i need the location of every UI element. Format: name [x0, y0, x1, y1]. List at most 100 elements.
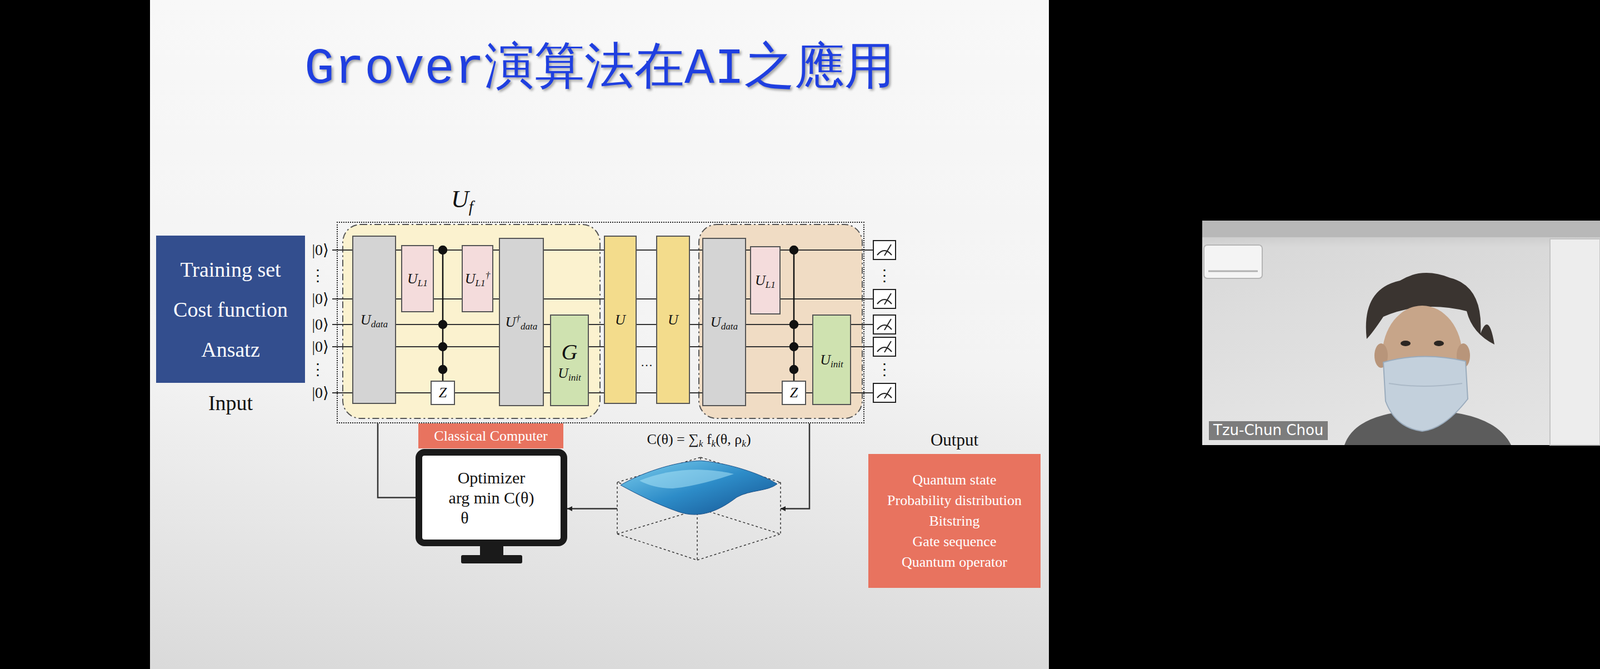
subscript: f: [468, 197, 474, 216]
monitor-base: [461, 555, 523, 564]
gate-box: Uinit: [812, 314, 852, 405]
control-dot: [790, 342, 798, 351]
qubit-wires: [332, 250, 874, 393]
meter-symbol: [873, 289, 896, 309]
subscript: k: [698, 438, 704, 449]
node-text: Udata: [360, 311, 388, 329]
meter-box: [873, 289, 896, 309]
monitor-neck: [480, 545, 504, 557]
gate-box: UL1: [401, 245, 434, 313]
meter-arc: [877, 250, 892, 255]
node-text: Bitstring: [928, 510, 980, 532]
node-text: U†data: [505, 313, 538, 331]
operator-letter: U: [505, 313, 517, 330]
operator-letter: U: [360, 311, 372, 328]
mask-fold: [1388, 383, 1463, 387]
meter-needle: [884, 244, 892, 256]
cube-edge: [780, 482, 782, 534]
wire-label: |0⟩: [311, 337, 329, 356]
node-text: Quantum state: [912, 469, 997, 490]
node-text: Z: [790, 384, 798, 402]
subscript: init: [568, 372, 582, 383]
operator-letter: U: [451, 185, 469, 213]
connector: [567, 507, 618, 510]
node-text: Z: [438, 384, 447, 402]
cost-landscape-plot: [617, 457, 781, 560]
air-conditioner-vent: [1208, 270, 1258, 273]
meter-arc: [877, 299, 892, 304]
wire-label: |0⟩: [311, 241, 329, 259]
node-text: Udata: [710, 313, 738, 331]
meter-box: [873, 315, 896, 334]
meter-box: [873, 337, 896, 357]
node-text: Ansatz: [201, 329, 260, 370]
control-line: [442, 250, 444, 381]
node-heading: Output: [868, 429, 1041, 450]
node-text: U: [667, 311, 679, 329]
webcam-video: [1202, 220, 1600, 445]
wire-label: …: [640, 355, 653, 369]
door-panel: [1550, 238, 1600, 445]
node-text: Classical Computer: [433, 426, 548, 445]
subscript: k: [711, 438, 717, 449]
subscript: L1: [475, 277, 486, 289]
gate-box: Udata: [352, 235, 397, 404]
subscript: init: [830, 358, 844, 370]
optimizer-monitor: Optimizerarg min C(θ)θ: [415, 448, 568, 547]
subscript: data: [520, 321, 538, 332]
gate-box: U†data: [498, 237, 544, 407]
cost-landscape: C(θ) = ∑k fk(θ, ρk): [617, 457, 781, 560]
gate-box: Udata: [702, 237, 747, 407]
node-text: Cost function: [173, 289, 288, 330]
pauli-z-gate: Z: [430, 380, 455, 405]
operator-letter: U: [755, 272, 766, 289]
subscript: L1: [417, 277, 428, 289]
node-text: Probability distribution: [887, 490, 1022, 511]
wire-label: ⋮: [310, 266, 326, 285]
circuit-frame: UfUdataUL1ZUL1†U†dataGUinitUUUdataUL1ZUi…: [336, 221, 865, 424]
node-text: Training set: [180, 249, 281, 290]
gate-box: UL1: [750, 246, 781, 315]
operator-letter: U: [820, 351, 831, 368]
meter-needle: [884, 387, 892, 399]
subscript: data: [721, 321, 739, 332]
gate-box: U: [603, 235, 637, 404]
subscript: k: [741, 438, 747, 449]
subscript: L1: [765, 279, 776, 290]
face-mask: [1383, 356, 1468, 432]
node-heading: Input: [156, 390, 305, 417]
wire-label: ⋮: [310, 360, 326, 379]
control-dot: [790, 320, 798, 329]
control-dot: [438, 320, 447, 329]
person-eye: [1433, 340, 1444, 347]
measurements: [873, 240, 896, 403]
formula-part: C(θ) = ∑: [646, 431, 699, 448]
wire-label: |0⟩: [311, 383, 329, 402]
surface-highlight: [639, 469, 734, 489]
meter-arc: [877, 347, 892, 352]
control-dot: [438, 365, 447, 374]
node-text: UL1: [407, 270, 428, 288]
formula-part: ): [746, 431, 752, 448]
wire-label: |0⟩: [311, 290, 329, 308]
wire-label: |0⟩: [311, 315, 329, 334]
connector: [377, 423, 416, 498]
meter-symbol: [873, 240, 896, 260]
node-text: Uinit: [557, 365, 582, 382]
cube-edge: [616, 482, 618, 534]
gate-box: U: [656, 235, 690, 404]
pauli-z-gate: Z: [781, 380, 807, 405]
meter-needle: [884, 293, 892, 305]
oracle-region: [342, 224, 600, 419]
ceiling: [1202, 220, 1600, 238]
node-text: arg min C(θ): [448, 487, 535, 508]
cost-surface: [620, 460, 778, 515]
meter-arc: [877, 393, 892, 398]
meter-symbol: [873, 383, 896, 403]
air-conditioner: [1203, 245, 1263, 279]
formula-part: f: [702, 431, 712, 448]
node-text: Gate sequence: [912, 531, 997, 552]
meter-needle: [884, 318, 892, 330]
node-text: Optimizer: [457, 467, 526, 488]
